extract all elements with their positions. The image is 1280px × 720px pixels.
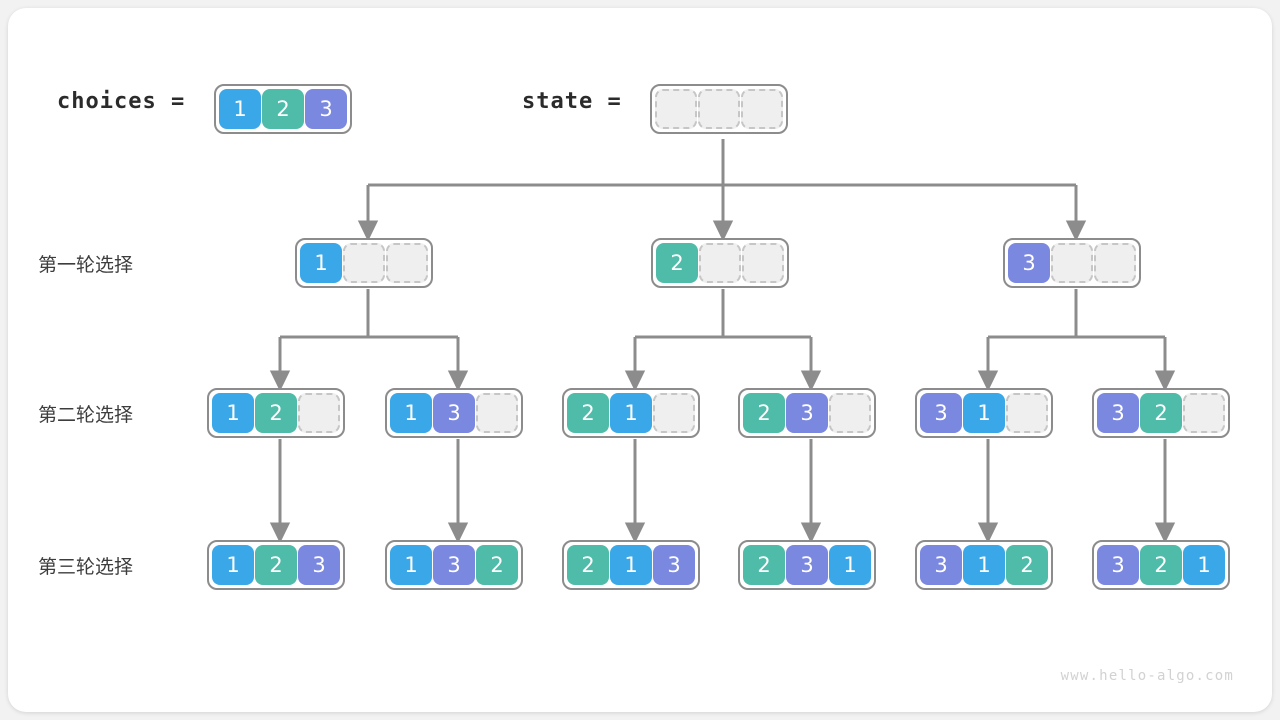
- node-r3-1-cell-0: 1: [212, 545, 254, 585]
- node-r3-2-cell-2: 2: [476, 545, 518, 585]
- choices-cell-1: 2: [262, 89, 304, 129]
- node-r2-3-cell-2: [653, 393, 695, 433]
- node-r2-5-cell-0: 3: [920, 393, 962, 433]
- node-r3-3-cell-0: 2: [567, 545, 609, 585]
- node-r2-6-cell-1: 2: [1140, 393, 1182, 433]
- node-r1-2-cell-2: [742, 243, 784, 283]
- node-r1-1-cell-0: 1: [300, 243, 342, 283]
- choices-cell-0: 1: [219, 89, 261, 129]
- node-r2-5-cell-2: [1006, 393, 1048, 433]
- node-r2-2-cell-2: [476, 393, 518, 433]
- node-r3-6-cell-0: 3: [1097, 545, 1139, 585]
- node-r1-2-cell-0: 2: [656, 243, 698, 283]
- node-round-1-1: 1: [295, 238, 433, 288]
- node-r3-4-cell-2: 1: [829, 545, 871, 585]
- diagram-card: [8, 8, 1272, 712]
- node-r2-1-cell-0: 1: [212, 393, 254, 433]
- node-r2-1-cell-2: [298, 393, 340, 433]
- node-r1-3-cell-2: [1094, 243, 1136, 283]
- state-cell-0: [655, 89, 697, 129]
- node-round-1-2: 2: [651, 238, 789, 288]
- watermark: www.hello-algo.com: [1060, 668, 1234, 684]
- node-r2-4-cell-2: [829, 393, 871, 433]
- node-r3-4-cell-1: 3: [786, 545, 828, 585]
- node-r3-3-cell-1: 1: [610, 545, 652, 585]
- node-r2-6-cell-2: [1183, 393, 1225, 433]
- node-r1-1-cell-1: [343, 243, 385, 283]
- node-r3-4-cell-0: 2: [743, 545, 785, 585]
- row-label-round-2: 第二轮选择: [38, 404, 134, 426]
- state-cell-2: [741, 89, 783, 129]
- node-r2-3-cell-0: 2: [567, 393, 609, 433]
- choices-label: choices =: [57, 89, 186, 114]
- node-r2-6-cell-0: 3: [1097, 393, 1139, 433]
- node-r3-2-cell-1: 3: [433, 545, 475, 585]
- node-r3-1-cell-2: 3: [298, 545, 340, 585]
- node-r2-1-cell-1: 2: [255, 393, 297, 433]
- node-r3-6-cell-2: 1: [1183, 545, 1225, 585]
- node-r2-5-cell-1: 1: [963, 393, 1005, 433]
- row-label-round-3: 第三轮选择: [38, 556, 134, 578]
- state-cell-1: [698, 89, 740, 129]
- node-r2-2-cell-1: 3: [433, 393, 475, 433]
- state-array: [650, 84, 788, 134]
- state-label: state =: [522, 89, 622, 114]
- node-r3-1-cell-1: 2: [255, 545, 297, 585]
- row-label-round-1: 第一轮选择: [38, 254, 134, 276]
- node-r2-4-cell-1: 3: [786, 393, 828, 433]
- node-r2-3-cell-1: 1: [610, 393, 652, 433]
- node-round-1-3: 3: [1003, 238, 1141, 288]
- node-r3-2-cell-0: 1: [390, 545, 432, 585]
- node-r2-4-cell-0: 2: [743, 393, 785, 433]
- choices-cell-2: 3: [305, 89, 347, 129]
- node-r1-3-cell-1: [1051, 243, 1093, 283]
- node-r1-1-cell-2: [386, 243, 428, 283]
- node-r2-2-cell-0: 1: [390, 393, 432, 433]
- node-r3-6-cell-1: 2: [1140, 545, 1182, 585]
- node-r3-5-cell-0: 3: [920, 545, 962, 585]
- node-r3-5-cell-2: 2: [1006, 545, 1048, 585]
- node-r3-3-cell-2: 3: [653, 545, 695, 585]
- node-r1-2-cell-1: [699, 243, 741, 283]
- node-r3-5-cell-1: 1: [963, 545, 1005, 585]
- node-r1-3-cell-0: 3: [1008, 243, 1050, 283]
